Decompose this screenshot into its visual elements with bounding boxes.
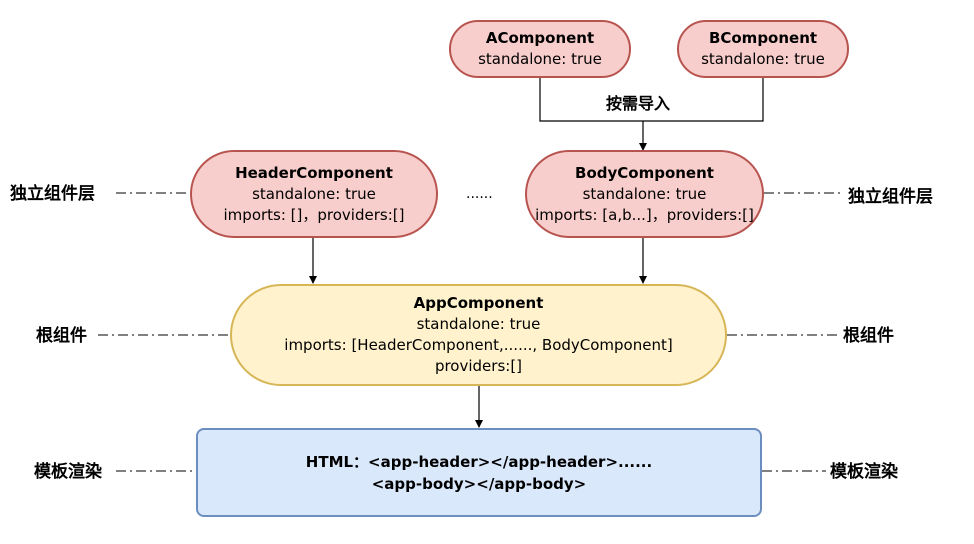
body-component-node: BodyComponent standalone: true imports: … [525,150,764,238]
body-component-standalone: standalone: true [582,184,707,203]
b-component-standalone: standalone: true [701,50,825,68]
a-component-standalone: standalone: true [478,50,602,68]
body-component-imports: imports: [a,b...]，providers:[] [535,205,754,224]
template-layer-label-right: 模板渲染 [830,462,898,482]
standalone-layer-label-left: 独立组件层 [10,184,95,204]
html-template-line1: HTML：<app-header></app-header>...... [305,452,653,471]
app-component-node: AppComponent standalone: true imports: [… [230,284,727,386]
app-component-title: AppComponent [413,294,544,312]
app-component-providers: providers:[] [434,357,523,375]
standalone-layer-label-right: 独立组件层 [848,187,933,207]
html-template-node: HTML：<app-header></app-header>...... <ap… [196,428,762,517]
a-component-node: AComponent standalone: true [449,20,631,78]
header-component-title: HeaderComponent [235,163,393,182]
html-template-line2: <app-body></app-body> [371,474,587,493]
b-component-node: BComponent standalone: true [677,20,849,78]
header-component-standalone: standalone: true [252,184,376,203]
root-layer-label-right: 根组件 [843,326,894,346]
on-demand-import-label: 按需导入 [606,94,671,113]
body-component-title: BodyComponent [575,163,714,182]
header-component-node: HeaderComponent standalone: true imports… [190,150,438,238]
b-to-merge-line [643,78,764,122]
b-component-title: BComponent [708,29,818,47]
app-component-imports: imports: [HeaderComponent,......, BodyCo… [284,336,673,354]
a-component-title: AComponent [485,29,595,47]
template-layer-label-left: 模板渲染 [34,462,102,482]
header-component-imports: imports: []，providers:[] [223,205,405,224]
root-layer-label-left: 根组件 [36,326,87,346]
ellipsis-label: ...... [466,186,493,202]
a-to-merge-line [539,78,643,122]
app-component-standalone: standalone: true [416,315,541,333]
